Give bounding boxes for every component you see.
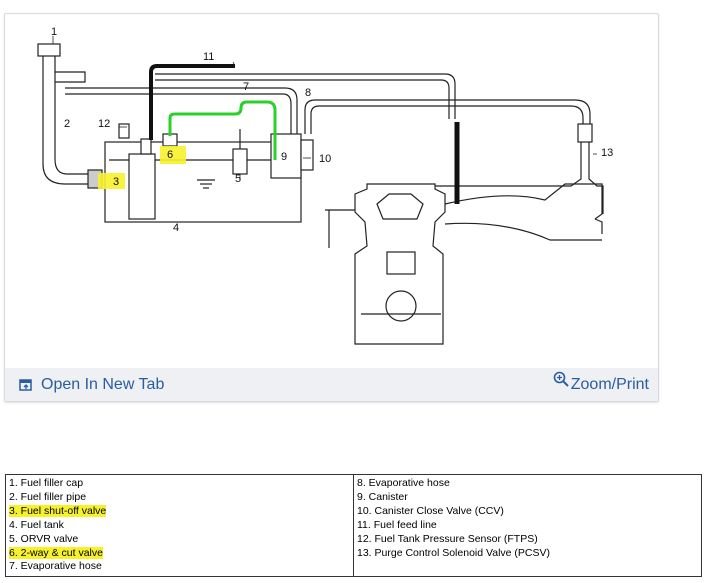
legend-item: 4. Fuel tank xyxy=(9,518,64,531)
evap-system-diagram: 1 2 3 4 5 6 7 8 9 10 11 12 13 xyxy=(37,26,613,345)
legend-item: 2. Fuel filler pipe xyxy=(9,490,87,503)
callout-12: 12 xyxy=(98,118,110,130)
legend-item: 12. Fuel Tank Pressure Sensor (FTPS) xyxy=(357,532,538,545)
callout-13: 13 xyxy=(601,147,613,159)
callout-1: 1 xyxy=(51,26,57,38)
callout-9: 9 xyxy=(281,151,287,163)
legend-highlight: 3. Fuel shut-off valve xyxy=(9,504,107,517)
callout-5: 5 xyxy=(235,173,241,185)
callout-4: 4 xyxy=(173,222,179,234)
legend-item: 8. Evaporative hose xyxy=(357,477,450,489)
legend-item: 1. Fuel filler cap xyxy=(9,477,84,489)
callout-3-highlight xyxy=(98,173,125,189)
engine xyxy=(354,183,446,345)
zoom-magnifier-icon xyxy=(553,371,569,387)
legend-item-highlighted: 6. 2-way & cut valve xyxy=(9,546,350,561)
callout-10: 10 xyxy=(319,153,331,165)
callout-2: 2 xyxy=(64,118,70,130)
diagram-footer: Open In New Tab Zoom/Print xyxy=(5,368,658,401)
open-in-new-tab-icon xyxy=(19,378,33,392)
legend-item: 11. Fuel feed line xyxy=(357,518,437,531)
fuel-filler-cap xyxy=(37,43,61,57)
evaporative-hose-8 xyxy=(304,99,591,134)
legend-item: 10. Canister Close Valve (CCV) xyxy=(357,504,504,517)
legend-item-highlighted: 3. Fuel shut-off valve xyxy=(9,504,350,519)
legend-item: 5. ORVR valve xyxy=(9,532,79,545)
open-in-new-tab-link[interactable]: Open In New Tab xyxy=(19,376,164,394)
fuel-filler-pipe xyxy=(42,56,88,185)
callout-8: 8 xyxy=(305,87,311,99)
pcsv xyxy=(577,123,593,143)
legend-right-column: 8. Evaporative hose 9. Canister 10. Cani… xyxy=(353,473,702,578)
orvr-valve xyxy=(232,148,248,175)
legend-highlight: 6. 2-way & cut valve xyxy=(9,546,103,559)
open-in-new-tab-label: Open In New Tab xyxy=(41,376,165,393)
callout-6: 6 xyxy=(167,149,173,161)
callout-6-highlight xyxy=(160,146,186,164)
legend-left-column: 1. Fuel filler cap 2. Fuel filler pipe 3… xyxy=(5,473,354,578)
zoom-print-label: Zoom/Print xyxy=(570,376,649,393)
zoom-print-link[interactable]: Zoom/Print xyxy=(553,371,649,394)
callout-3: 3 xyxy=(113,176,119,188)
evaporative-hose-7 xyxy=(65,87,298,134)
diagram-card: 1 2 3 4 5 6 7 8 9 10 11 12 13 Open In Ne… xyxy=(4,13,659,402)
fuel-feed-line xyxy=(149,64,235,140)
callout-11: 11 xyxy=(203,51,214,63)
legend-table: 1. Fuel filler cap 2. Fuel filler pipe 3… xyxy=(5,473,702,578)
green-highlight-hose xyxy=(168,100,277,160)
legend-item: 9. Canister xyxy=(357,490,408,503)
legend-item: 7. Evaporative hose xyxy=(9,560,102,573)
callout-7: 7 xyxy=(243,81,249,93)
legend-item: 13. Purge Control Solenoid Valve (PCSV) xyxy=(357,546,550,559)
